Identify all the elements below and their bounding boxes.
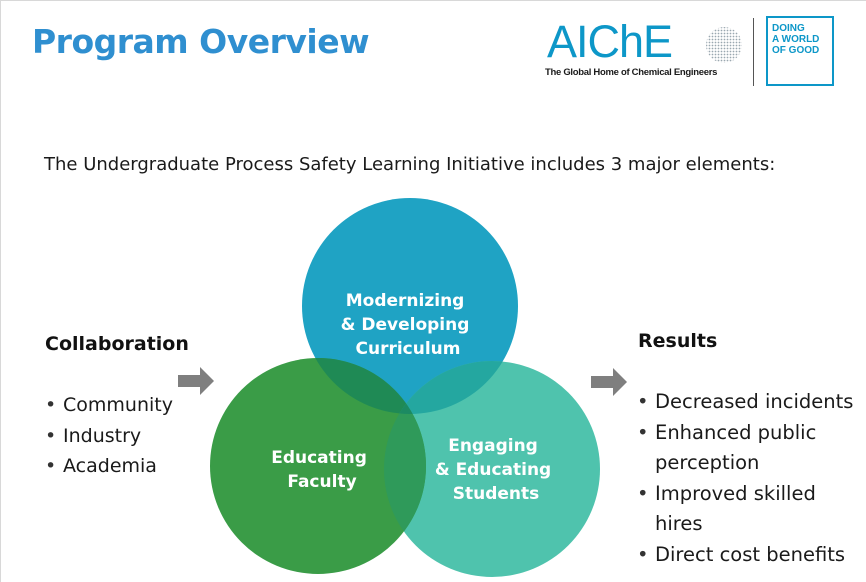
list-item: Academia xyxy=(45,451,173,482)
list-item-text: Direct cost benefits xyxy=(655,542,846,566)
slide-border-left xyxy=(0,0,1,582)
collaboration-list: Community Industry Academia xyxy=(45,390,173,482)
aiche-logo: AIChE The Global Home of Chemical Engine… xyxy=(545,14,845,94)
circle-label-line: Students xyxy=(453,484,540,504)
logo-badge-line: OF GOOD xyxy=(772,45,820,56)
slide-border-top xyxy=(0,0,866,1)
circle-label-students: Engaging & Educating Students xyxy=(435,436,557,504)
list-item: Community xyxy=(45,390,173,421)
logo-badge: DOING A WORLD OF GOOD xyxy=(766,16,834,86)
intro-text: The Undergraduate Process Safety Learnin… xyxy=(44,154,776,175)
logo-tagline: The Global Home of Chemical Engineers xyxy=(545,67,718,78)
list-item: Industry xyxy=(45,421,173,452)
list-item-text: perception xyxy=(655,451,760,474)
circle-label-line: Curriculum xyxy=(356,339,461,359)
circle-label-line: Faculty xyxy=(287,472,356,492)
circle-label-curriculum: Modernizing & Developing Curriculum xyxy=(341,291,476,359)
list-item-text: hires xyxy=(655,512,703,535)
collaboration-heading: Collaboration xyxy=(45,333,189,355)
list-item: Direct cost benefits xyxy=(637,540,853,571)
page-title: Program Overview xyxy=(32,22,370,61)
circle-label-line: & Developing xyxy=(341,315,470,335)
logo-wordmark: AIChE xyxy=(547,16,673,67)
results-heading: Results xyxy=(638,330,718,352)
circle-label-faculty: Educating Faculty xyxy=(271,448,373,492)
list-item-text: Decreased incidents xyxy=(655,390,854,413)
right-arrow-icon xyxy=(591,368,627,396)
list-item-text: Enhanced public xyxy=(655,420,817,444)
venn-circle-students xyxy=(384,361,600,577)
venn-circle-curriculum xyxy=(302,198,518,414)
globe-icon xyxy=(706,27,742,63)
right-arrow-icon xyxy=(178,367,214,395)
list-item: Enhanced public perception xyxy=(637,418,853,479)
venn-circle-faculty xyxy=(210,358,426,574)
logo-badge-line: A WORLD xyxy=(772,34,820,45)
logo-divider xyxy=(753,18,754,86)
circle-label-line: Engaging xyxy=(448,436,538,456)
circle-label-line: Educating xyxy=(271,448,367,468)
list-item: Improved skilled hires xyxy=(637,479,853,540)
results-list: Decreased incidents Enhanced public perce… xyxy=(637,387,853,570)
list-item-text: Improved skilled xyxy=(655,481,816,505)
list-item: Decreased incidents xyxy=(637,387,853,418)
circle-label-line: Modernizing xyxy=(346,291,465,311)
logo-badge-line: DOING xyxy=(772,23,805,34)
circle-label-line: & Educating xyxy=(435,460,551,480)
